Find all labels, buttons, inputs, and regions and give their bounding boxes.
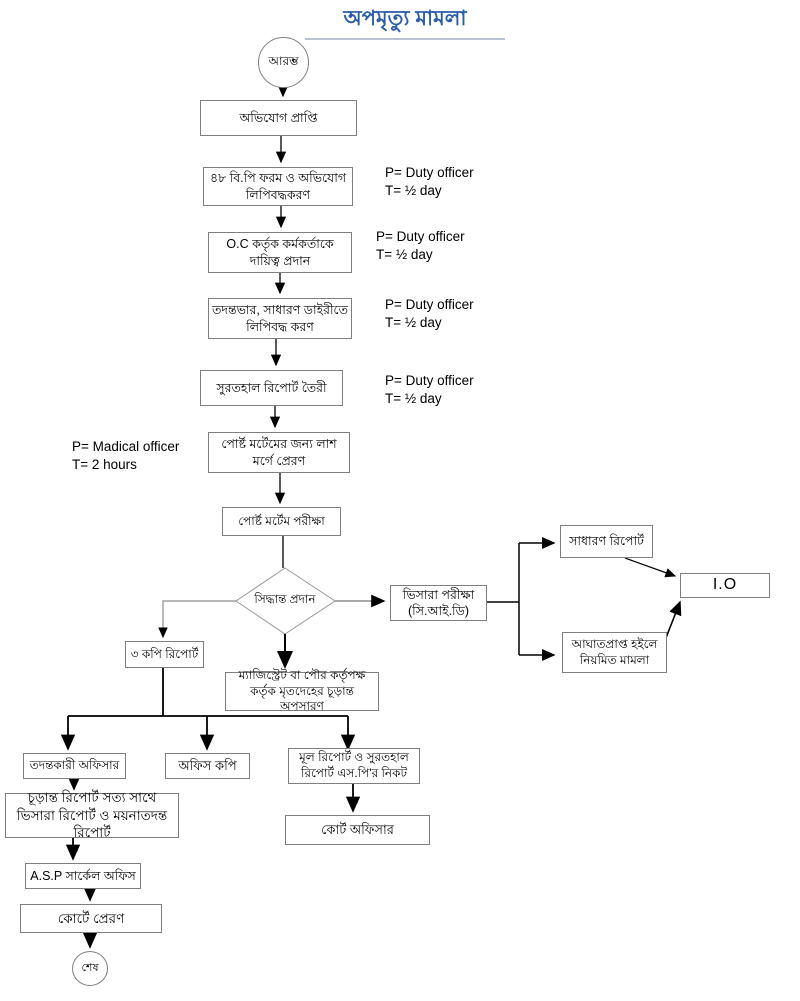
annotation-p-line: P= Madical officer <box>72 439 180 454</box>
node-three-copy-report: ৩ কপি রিপোর্ট <box>125 641 204 668</box>
node-general-report: সাধারণ রিপোর্ট <box>560 525 653 558</box>
node-send-body-to-morgue: পোর্ষ্ট মর্টেমের জন্য লাশ মর্গে প্রেরণ <box>208 432 350 473</box>
node-investigating-officer: তদন্তকারী অফিসার <box>23 753 126 779</box>
start-label: আরম্ভ <box>268 53 299 68</box>
node-office-copy: অফিস কপি <box>165 753 250 779</box>
node-postmortem-exam: পোর্ষ্ট মর্টেম পরীক্ষা <box>222 507 341 536</box>
node-bp-form-record: ৪৮ বি.পি ফরম ও অভিযোগ লিপিবদ্ধকরণ <box>203 167 353 206</box>
node-general-diary-entry: তদন্তভার, সাধারণ ডাইরীতে লিপিবদ্ধ করণ <box>208 298 352 339</box>
annotation-t-line: T= ½ day <box>385 315 442 331</box>
annotation-t-line: T= ½ day <box>385 183 442 199</box>
node-court-officer: কোর্ট অফিসার <box>285 815 430 845</box>
node-main-report-to-sp: মূল রিপোর্ট ও সুরতহাল রিপোর্ট এস.পি'র নি… <box>288 748 420 784</box>
annotation-duty-officer-2: P= Duty officer T= ½ day <box>376 228 465 264</box>
decision-branch-arrows <box>158 594 386 669</box>
annotation-duty-officer-1: P= Duty officer T= ½ day <box>385 164 474 200</box>
annotation-p-line: P= Duty officer <box>385 165 474 180</box>
end-terminal: শেষ <box>72 951 108 986</box>
annotation-t-line: T= 2 hours <box>72 457 137 473</box>
start-terminal: আরম্ভ <box>258 37 309 88</box>
annotation-duty-officer-4: P= Duty officer T= ½ day <box>385 372 474 408</box>
annotation-p-line: P= Duty officer <box>385 373 474 388</box>
node-send-to-court: কোর্টে প্রেরণ <box>20 904 162 933</box>
annotation-t-line: T= ½ day <box>376 247 433 263</box>
node-viscera-test: ভিসারা পরীক্ষা (সি.আই.ডি) <box>390 585 487 621</box>
node-final-report-bundle: চূড়ান্ত রিপোর্ট সত্য সাথে ভিসারা রিপোর্… <box>5 790 179 840</box>
node-asp-circle-office: A.S.P সার্কেল অফিস <box>25 863 141 889</box>
viscera-split-arrows <box>487 537 556 661</box>
main-flow-arrows <box>269 85 289 568</box>
decision-node-label: সিদ্ধান্ত প্রদান <box>254 592 316 606</box>
page-title: অপমৃত্যু মামলা <box>305 2 505 40</box>
annotation-duty-officer-3: P= Duty officer T= ½ day <box>385 296 474 332</box>
left-chain-arrows <box>65 774 98 949</box>
annotation-t-line: T= ½ day <box>385 391 442 407</box>
node-oc-assigns-officer: O.C কর্তৃক কর্মকর্তাকে দায়িত্ব প্রদান <box>208 232 352 273</box>
node-complaint-received: অভিযোগ প্রাপ্তি <box>200 100 357 136</box>
end-label: শেষ <box>81 962 99 974</box>
distribution-arrows <box>60 668 356 751</box>
node-magistrate-final-disposal: ম্যাজিস্ট্রেট বা পৌর কর্তৃপক্ষ কর্তৃক মৃ… <box>225 668 379 713</box>
node-injury-regular-case: আঘাতপ্রাপ্ত হইলে নিয়মিত মামলা <box>562 632 667 673</box>
annotation-p-line: P= Duty officer <box>385 297 474 312</box>
node-inquest-report: সুরতহাল রিপোর্ট তৈরী <box>200 370 343 406</box>
annotation-medical-officer: P= Madical officer T= 2 hours <box>72 438 179 474</box>
node-io: I.O <box>680 573 770 598</box>
annotation-p-line: P= Duty officer <box>376 229 465 244</box>
